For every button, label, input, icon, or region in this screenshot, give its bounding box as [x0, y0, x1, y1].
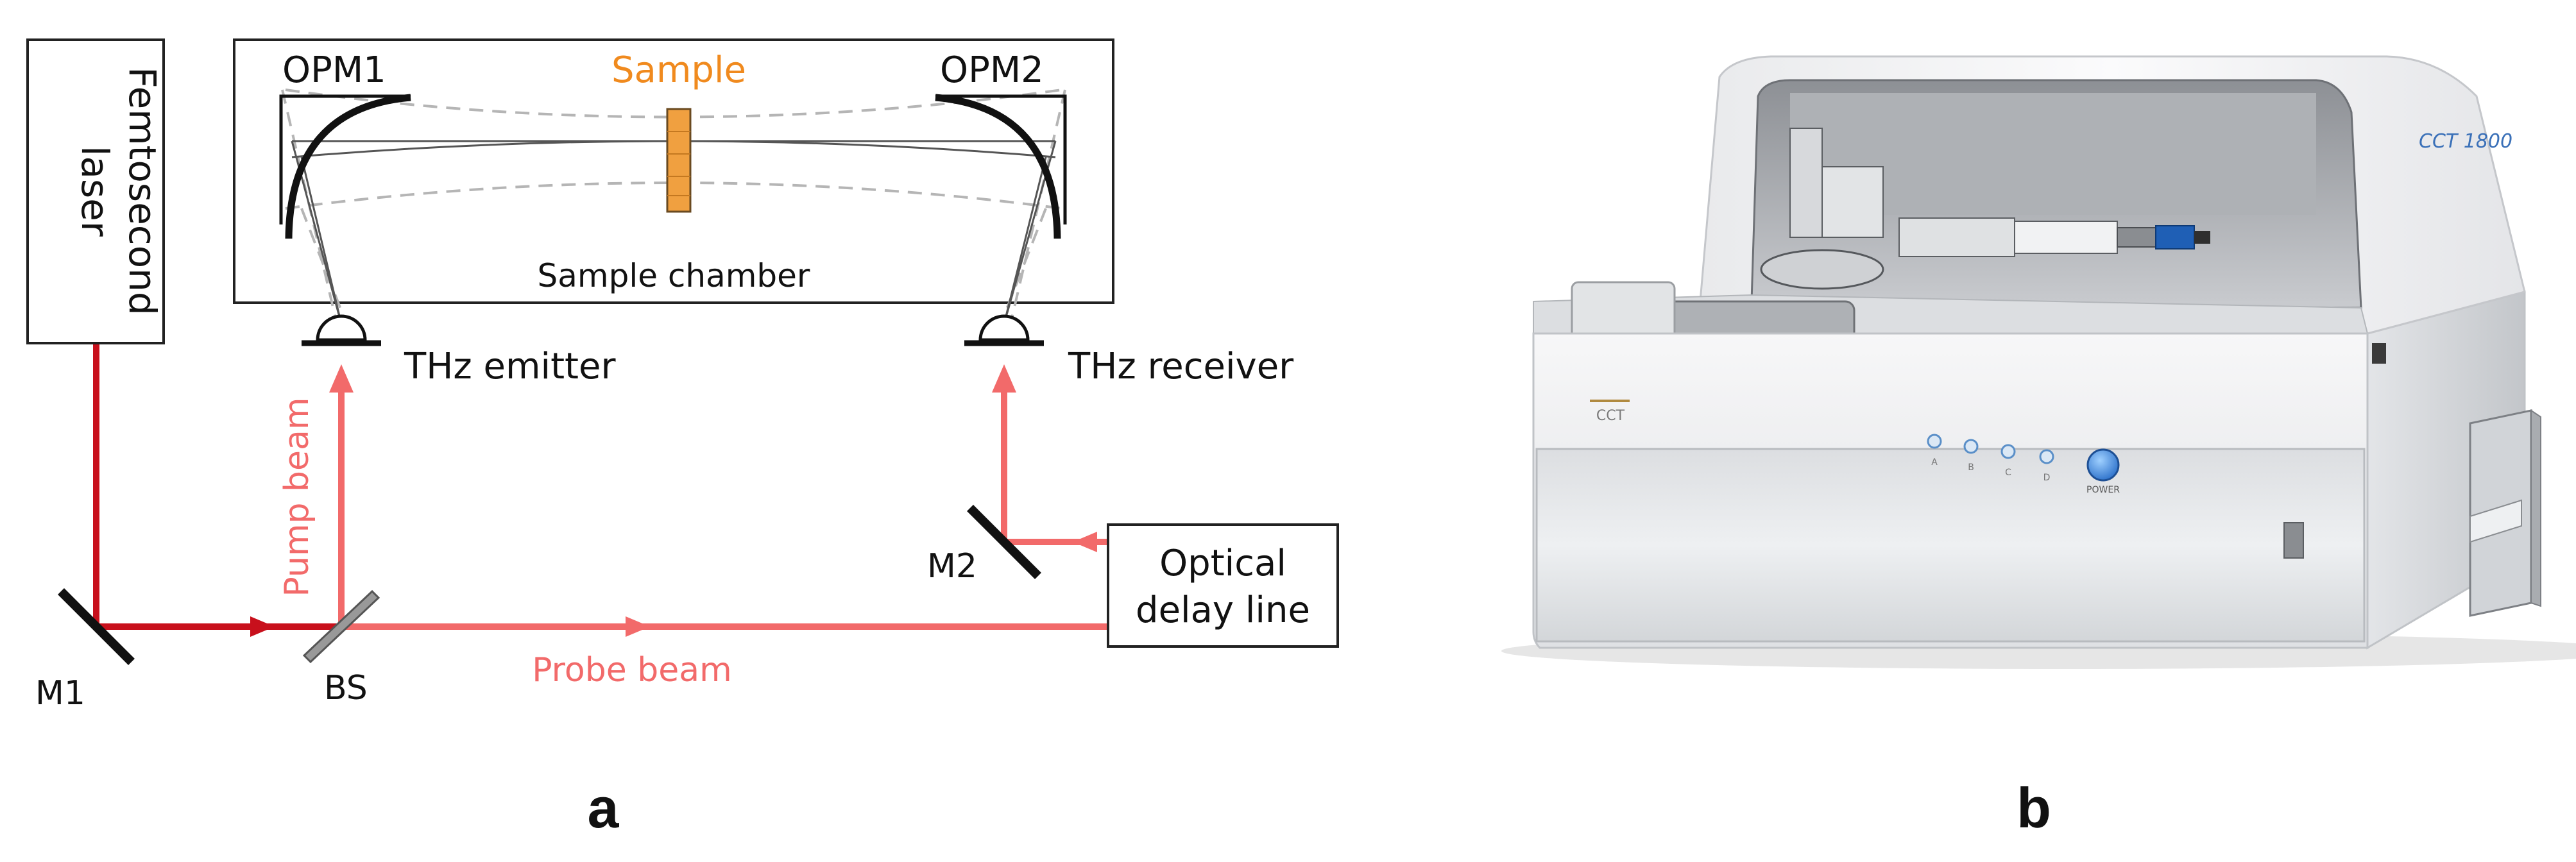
- bs-label: BS: [324, 669, 368, 707]
- indicator-b[interactable]: [1963, 439, 1979, 454]
- m1-mirror: [58, 588, 135, 665]
- delay-return-beam: [992, 364, 1108, 552]
- sample-chamber-label: Sample chamber: [538, 257, 810, 294]
- panel-a-optical-setup: Femtosecond laser OPM1: [26, 38, 1339, 840]
- sample-slab: [666, 108, 692, 213]
- indicator-a[interactable]: [1927, 434, 1942, 449]
- indicator-d-label: D: [2043, 473, 2051, 483]
- front-logo-text: CCT: [1596, 408, 1625, 424]
- delay-line-label1: Optical: [1159, 543, 1286, 584]
- indicator-d[interactable]: [2039, 449, 2054, 464]
- front-drawer: [1535, 448, 2366, 643]
- thz-emitter-antenna: [302, 314, 381, 346]
- sample-chamber-box: [233, 38, 1114, 304]
- laser-label-line2: laser: [73, 146, 117, 237]
- rear-connector: [2283, 522, 2304, 559]
- opm1-mirror: [279, 94, 411, 239]
- probe-beam-path: [341, 616, 1108, 637]
- m1-label: M1: [35, 674, 85, 713]
- panel-b-caption: b: [2017, 776, 2051, 840]
- delay-line-label2: delay line: [1136, 589, 1310, 631]
- opm2-mirror: [935, 94, 1067, 239]
- indicator-a-label: A: [1931, 457, 1938, 468]
- side-port: [2372, 343, 2386, 364]
- femtosecond-laser-box: [26, 38, 165, 344]
- power-label: POWER: [2086, 485, 2120, 495]
- opm1-label: OPM1: [282, 49, 386, 91]
- power-button[interactable]: [2086, 448, 2120, 482]
- thz-emitter-label: THz emitter: [404, 346, 616, 387]
- indicator-b-label: B: [1968, 462, 1974, 473]
- m2-label: M2: [927, 547, 977, 586]
- side-handle: [2469, 409, 2541, 617]
- m2-mirror: [967, 505, 1041, 579]
- panel-a-caption: a: [588, 776, 620, 840]
- laser-beam-dark: [93, 343, 341, 637]
- sample-label: Sample: [611, 49, 746, 91]
- indicator-c[interactable]: [2000, 444, 2016, 459]
- laser-label-line1: Femtosecond: [121, 67, 164, 315]
- indicator-buttons: A B C D: [1927, 434, 2054, 483]
- thz-receiver-label: THz receiver: [1068, 346, 1294, 387]
- panel-b-instrument-photo: CCT 1800 CCT A B: [1501, 55, 2576, 840]
- sample-hatch: [667, 131, 690, 196]
- pump-beam-label: Pump beam: [278, 397, 316, 596]
- thz-receiver-antenna: [964, 314, 1044, 346]
- sample-stage-mechanism: [1760, 128, 2210, 290]
- probe-beam-label: Probe beam: [532, 651, 732, 689]
- indicator-c-label: C: [2005, 468, 2011, 478]
- beam-splitter: [302, 589, 380, 664]
- opm2-label: OPM2: [940, 49, 1044, 91]
- model-text: CCT 1800: [2419, 130, 2512, 153]
- optical-delay-line-box: [1107, 523, 1339, 648]
- pump-beam-path: [329, 364, 354, 627]
